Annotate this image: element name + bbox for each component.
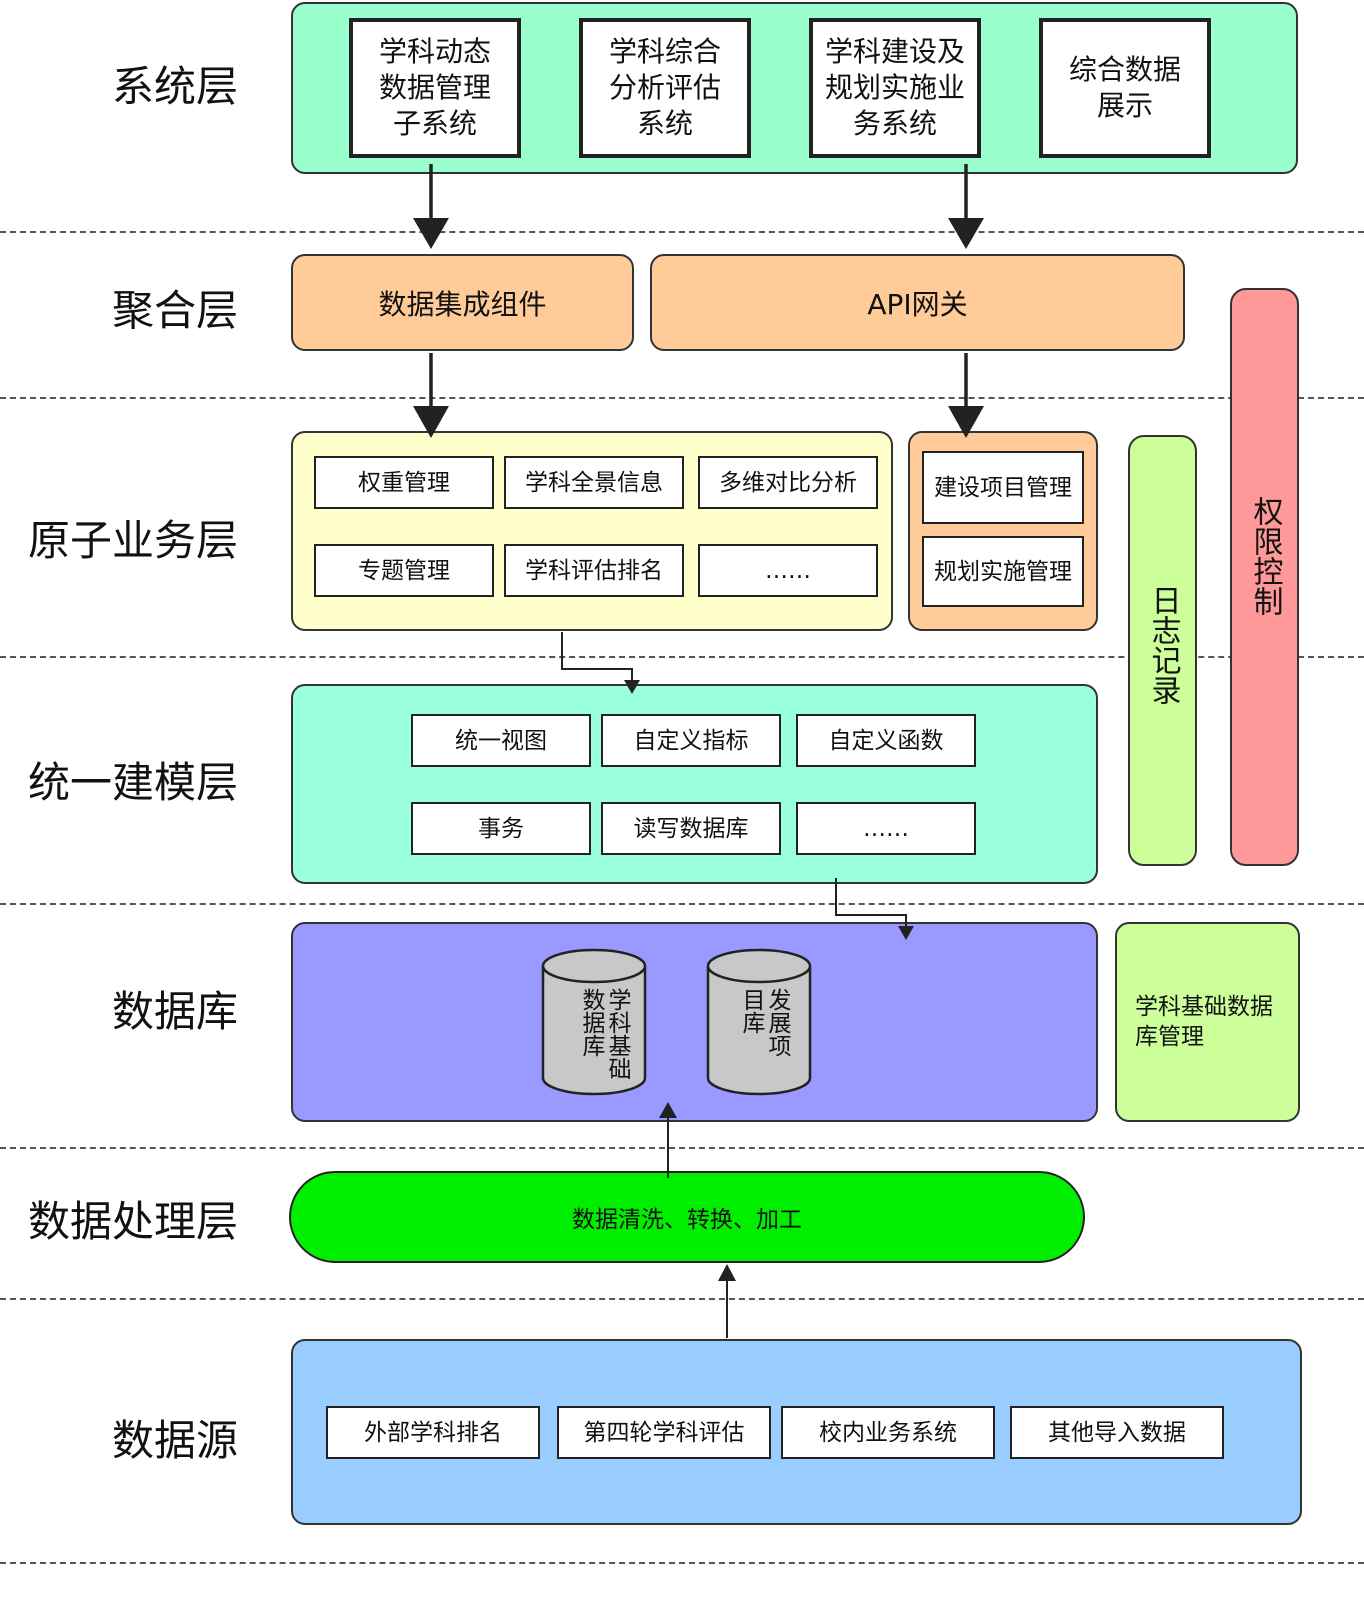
layer-label-source: 数据源 bbox=[111, 1416, 238, 1465]
separator-line bbox=[0, 903, 1364, 905]
layer-label-atomic: 原子业务层 bbox=[27, 516, 238, 565]
permission-label: 权限控制 bbox=[1247, 496, 1283, 616]
separator-line bbox=[0, 1562, 1364, 1564]
system-box-discipline-data: 学科动态 数据管理 子系统 bbox=[349, 18, 521, 158]
system-box-construction: 学科建设及 规划实施业 务系统 bbox=[809, 18, 981, 158]
plan-implementation-management: 规划实施管理 bbox=[922, 536, 1084, 607]
custom-indicator: 自定义指标 bbox=[601, 714, 781, 767]
separator-line bbox=[0, 231, 1364, 233]
data-integration-label: 数据集成组件 bbox=[378, 287, 547, 321]
data-processing-pill: 数据清洗、转换、加工 bbox=[289, 1171, 1085, 1263]
db-label-project: 发展项目库 bbox=[738, 988, 790, 1057]
separator-line bbox=[0, 656, 1364, 658]
api-gateway: API网关 bbox=[650, 254, 1185, 351]
layer-label-processing: 数据处理层 bbox=[27, 1197, 238, 1246]
layer-label-modeling: 统一建模层 bbox=[27, 758, 238, 807]
layer-label-aggregation: 聚合层 bbox=[111, 286, 238, 335]
db-management-box: 学科基础数据库管理 bbox=[1115, 922, 1300, 1122]
layer-label-system: 系统层 bbox=[111, 62, 238, 111]
db-label-discipline: 学科基础数据库 bbox=[578, 988, 630, 1080]
log-record-bar: 日志记录 bbox=[1128, 435, 1197, 866]
api-gateway-label: API网关 bbox=[867, 287, 968, 321]
separator-line bbox=[0, 397, 1364, 399]
data-processing-label: 数据清洗、转换、加工 bbox=[572, 1207, 802, 1233]
campus-business-system: 校内业务系统 bbox=[781, 1406, 995, 1459]
weight-management: 权重管理 bbox=[314, 456, 494, 509]
log-label: 日志记录 bbox=[1145, 585, 1181, 705]
ellipsis-box: …… bbox=[796, 802, 976, 855]
project-management: 建设项目管理 bbox=[922, 451, 1084, 524]
multi-dimension-compare: 多维对比分析 bbox=[698, 456, 878, 509]
permission-control-bar: 权限控制 bbox=[1230, 288, 1299, 866]
discipline-panorama: 学科全景信息 bbox=[504, 456, 684, 509]
fourth-evaluation: 第四轮学科评估 bbox=[557, 1406, 771, 1459]
layer-label-database: 数据库 bbox=[111, 987, 238, 1036]
transaction: 事务 bbox=[411, 802, 591, 855]
read-write-database: 读写数据库 bbox=[601, 802, 781, 855]
ellipsis-box: …… bbox=[698, 544, 878, 597]
system-box-analysis: 学科综合 分析评估 系统 bbox=[579, 18, 751, 158]
db-management-label: 学科基础数据库管理 bbox=[1135, 994, 1273, 1050]
topic-management: 专题管理 bbox=[314, 544, 494, 597]
database-panel bbox=[291, 922, 1098, 1122]
custom-function: 自定义函数 bbox=[796, 714, 976, 767]
external-ranking: 外部学科排名 bbox=[326, 1406, 540, 1459]
unified-view: 统一视图 bbox=[411, 714, 591, 767]
data-integration-component: 数据集成组件 bbox=[291, 254, 634, 351]
evaluation-ranking: 学科评估排名 bbox=[504, 544, 684, 597]
system-box-display: 综合数据 展示 bbox=[1039, 18, 1211, 158]
separator-line bbox=[0, 1147, 1364, 1149]
separator-line bbox=[0, 1298, 1364, 1300]
other-import-data: 其他导入数据 bbox=[1010, 1406, 1224, 1459]
